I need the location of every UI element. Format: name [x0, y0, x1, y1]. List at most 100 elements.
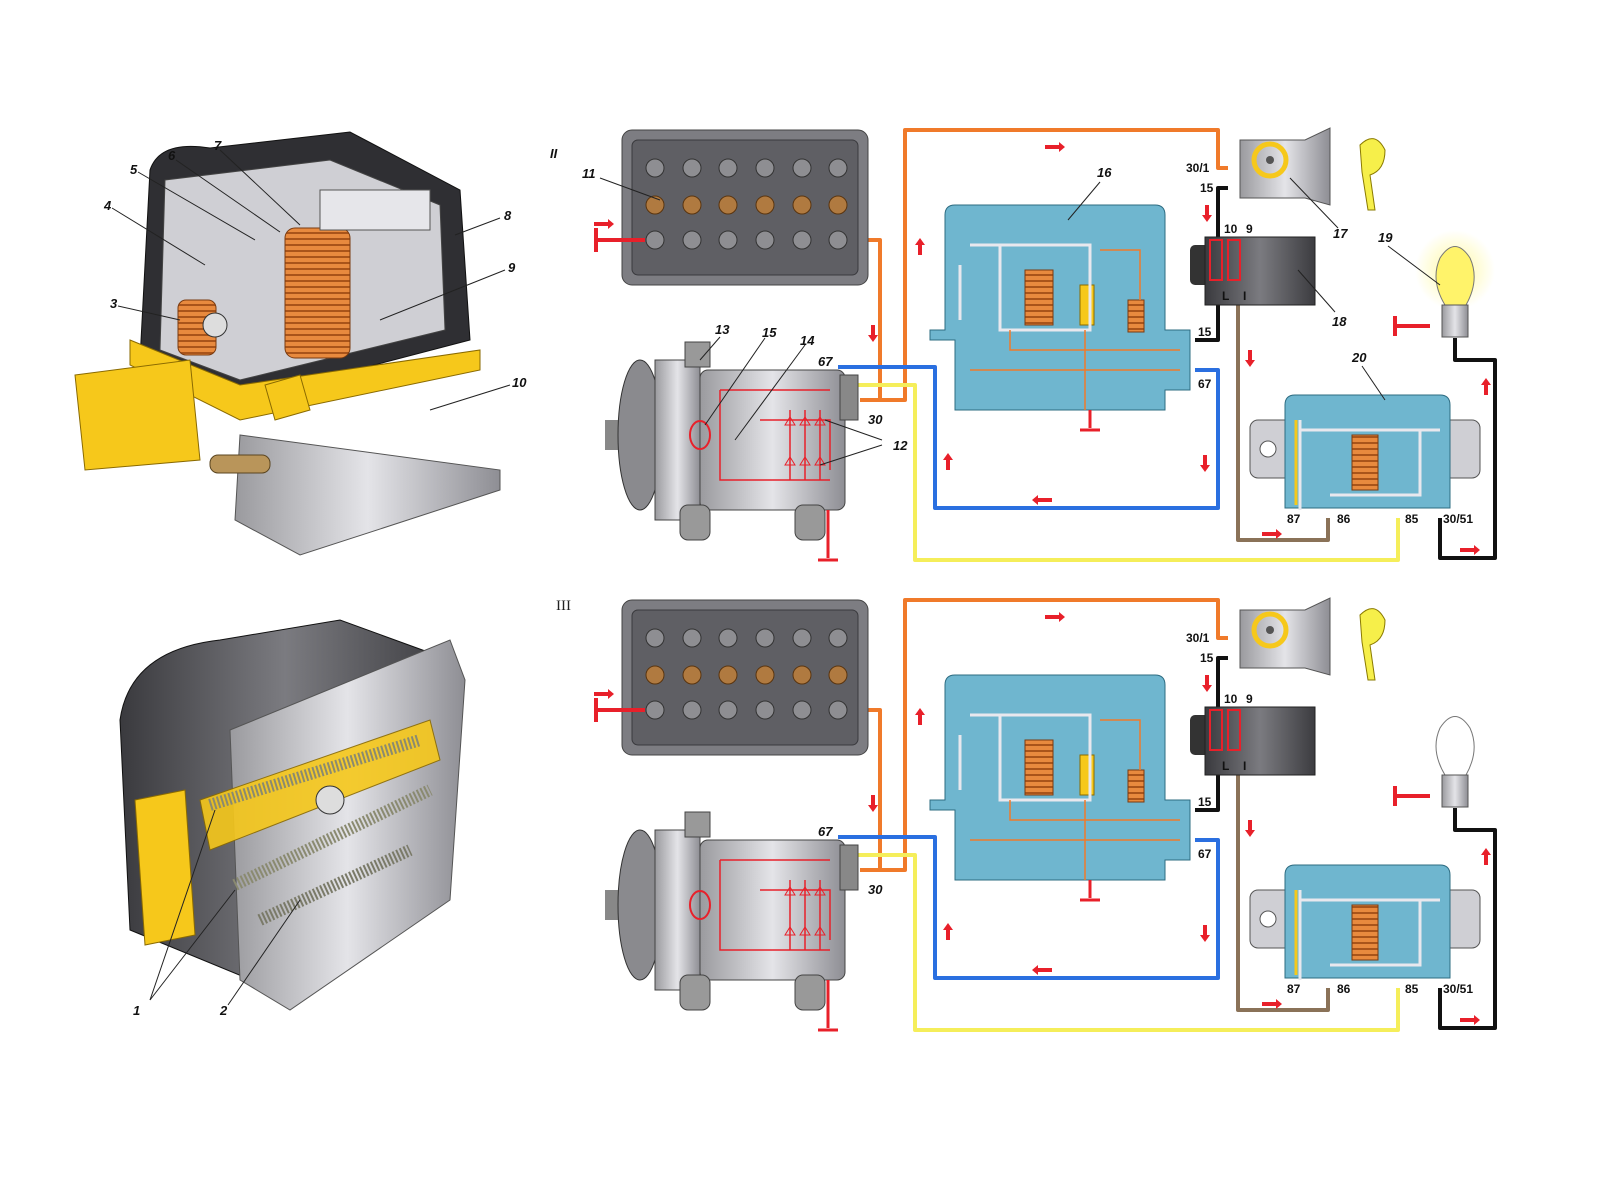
relay-terminal-86: 86: [1337, 982, 1351, 996]
scheme-label: III: [556, 598, 571, 614]
terminal-10: 10: [1224, 222, 1238, 236]
key: [1359, 138, 1386, 211]
terminal-9: 9: [1246, 692, 1253, 706]
terminal-i: I: [1243, 759, 1246, 773]
regulator-bottom-illustration: 1 2: [119, 619, 466, 1018]
current-arrows: [594, 612, 1491, 1025]
callout-9: 9: [508, 260, 516, 275]
field-wire-67: [838, 365, 1220, 510]
voltage-regulator: [929, 674, 1191, 902]
terminal-30-1: 30/1: [1186, 631, 1210, 645]
alternator-terminal-67: 67: [818, 354, 833, 369]
callout-4: 4: [103, 198, 112, 213]
regulator-terminal-67: 67: [1198, 377, 1212, 391]
rotor-winding: [689, 890, 711, 920]
relay-terminal-87: 87: [1287, 512, 1301, 526]
relay-terminal-30-51: 30/51: [1443, 982, 1473, 996]
negative-terminal: [645, 230, 665, 250]
ignition-switch: [1239, 127, 1386, 211]
relay-terminal-87: 87: [1287, 982, 1301, 996]
callout-3: 3: [110, 296, 118, 311]
wiring-scheme-ii: II: [550, 127, 1497, 562]
callout-7: 7: [214, 138, 222, 153]
terminal-l: L: [1222, 289, 1229, 303]
mounting-bracket: [234, 434, 501, 556]
alternator-terminal-67: 67: [818, 824, 833, 839]
terminal-l: L: [1222, 759, 1229, 773]
regulator-terminal-15: 15: [1198, 795, 1212, 809]
callout-18: 18: [1332, 314, 1347, 329]
wiring-scheme-iii: III: [556, 597, 1497, 1032]
callout-5: 5: [130, 162, 138, 177]
callout-13: 13: [715, 322, 730, 337]
ground-symbol: [1393, 316, 1430, 336]
callout-15: 15: [762, 325, 777, 340]
battery: [594, 129, 869, 286]
regulator-cutaway-illustration: 3 4 5 6 7 8 9 10: [74, 131, 527, 556]
warning-lamp: [1393, 230, 1495, 338]
regulator-terminal-15: 15: [1198, 325, 1212, 339]
callout-14: 14: [800, 333, 815, 348]
internal-circuit: [719, 389, 831, 481]
positive-terminal: [828, 230, 848, 250]
relay-terminal-86: 86: [1337, 512, 1351, 526]
terminal-block: [134, 789, 196, 946]
callout-12: 12: [893, 438, 908, 453]
key: [1359, 608, 1386, 681]
callout-6: 6: [168, 148, 176, 163]
warning-lamp: [1393, 716, 1475, 808]
ignition-switch: [1239, 597, 1386, 681]
lamp-wire-30-51: [1438, 808, 1497, 1030]
ground-symbol: [1080, 880, 1100, 902]
positive-terminal: [828, 700, 848, 720]
negative-terminal: [645, 700, 665, 720]
main-coil: [284, 227, 351, 359]
adjust-screw: [202, 312, 228, 338]
voltage-regulator: [929, 204, 1191, 432]
diode-bridge: [784, 886, 826, 936]
terminal-i: I: [1243, 289, 1246, 303]
spring: [209, 454, 271, 474]
callout-17: 17: [1333, 226, 1348, 241]
callout-16: 16: [1097, 165, 1112, 180]
alternator: [605, 811, 859, 1032]
yellow-base: [129, 339, 481, 421]
resistor-spiral: [232, 784, 433, 891]
callout-2: 2: [219, 1003, 228, 1018]
connector-block: [1190, 706, 1316, 776]
ground-symbol: [1080, 410, 1100, 432]
ground-symbol: [818, 980, 838, 1032]
regulator-terminal-67: 67: [1198, 847, 1212, 861]
terminal-15: 15: [1200, 651, 1214, 665]
callout-8: 8: [504, 208, 512, 223]
battery: [594, 599, 869, 756]
wiring-scheme-iii-content: III: [556, 597, 1497, 1032]
relay-wire-86: [1236, 300, 1330, 542]
terminal-15: 15: [1200, 181, 1214, 195]
field-wire-67: [838, 835, 1220, 980]
internal-circuit: [719, 859, 831, 951]
relay-terminal-85: 85: [1405, 982, 1419, 996]
battery-to-switch-wire: [880, 128, 1228, 402]
scheme-callouts: 11 12 13 14 15 16 17 18 19 20: [582, 165, 1441, 466]
relay-wire-86: [1236, 770, 1330, 1012]
terminal-9: 9: [1246, 222, 1253, 236]
connector-block: [1190, 236, 1316, 306]
terminal-30-1: 30/1: [1186, 161, 1210, 175]
terminal-labels: 30/1 15 10 9 L I 15 67 67 30 87 86 85 30…: [818, 631, 1473, 996]
alternator: [605, 341, 859, 562]
wires: [838, 598, 1497, 1032]
ground-symbol: [1393, 786, 1430, 806]
ground-symbol: [818, 510, 838, 562]
rotor-winding: [689, 420, 711, 450]
callout-19: 19: [1378, 230, 1393, 245]
regulator-coil: [1024, 739, 1054, 796]
callout-11: 11: [582, 166, 596, 181]
scheme-label: II: [550, 146, 558, 161]
battery-to-switch-wire: [880, 598, 1228, 872]
lamp-wire-30-51: [1438, 338, 1497, 560]
lamp-relay-wire-85: [858, 853, 1400, 1032]
contact-plate: [319, 189, 431, 231]
lamp-relay: [1249, 864, 1481, 980]
